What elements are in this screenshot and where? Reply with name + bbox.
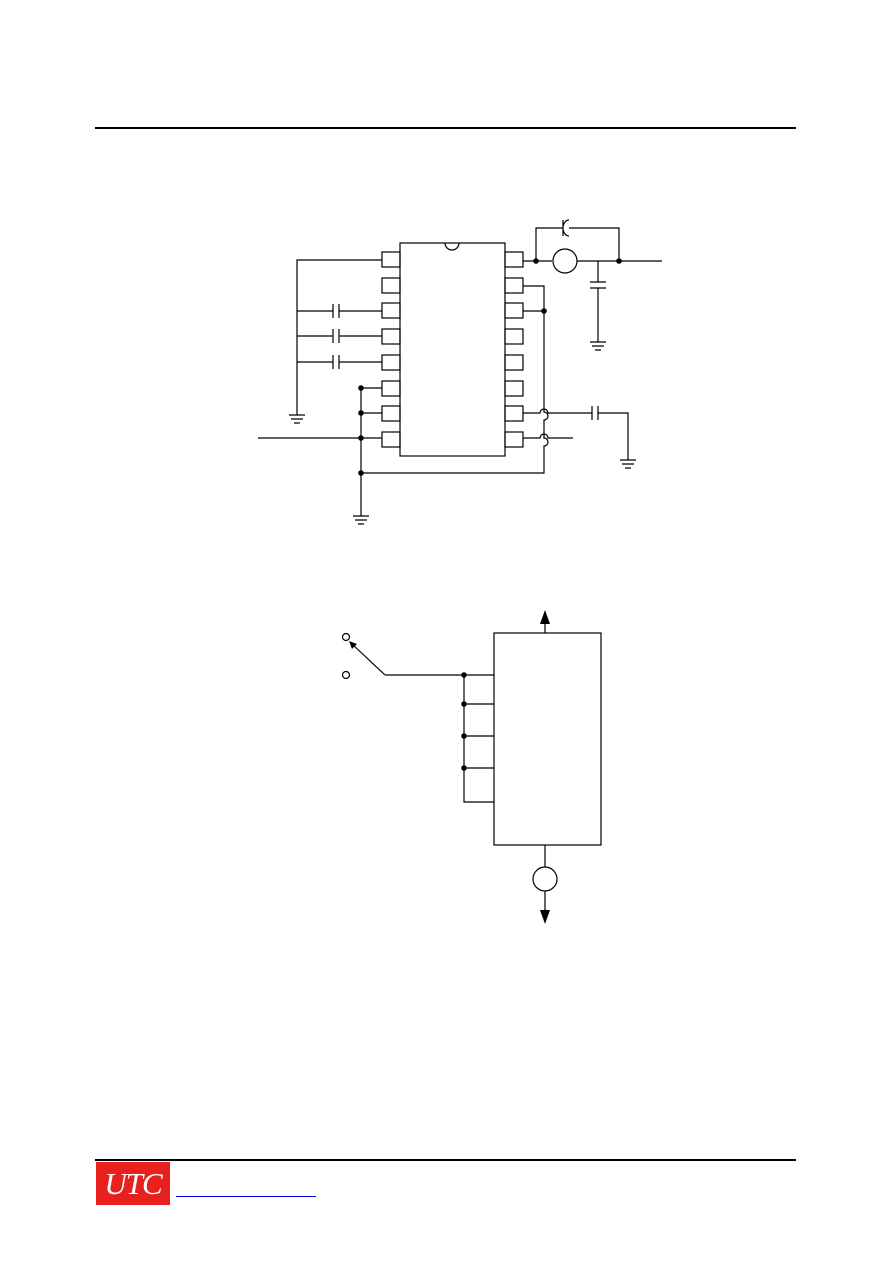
ic-pin-10 [504,405,524,422]
ground-icon [353,515,369,525]
ic-pin-16 [504,251,524,268]
header-rule [95,127,796,129]
footer-link[interactable] [176,1195,316,1197]
utc-logo-text: UTC [104,1166,162,1201]
arrow-down-icon [540,910,550,924]
ic-notch [444,242,460,251]
switch-icon[interactable] [341,632,386,680]
ic-pin-9 [504,431,524,448]
capacitor-icon [523,406,629,460]
junction-dot-icon [461,701,467,707]
utc-logo: UTC [96,1162,170,1205]
ground-icon [289,414,305,424]
junction-dot-icon [358,410,364,416]
ic-pin-6 [381,380,401,397]
ic-pin-4 [381,328,401,345]
tap-bus-wire [463,675,494,803]
ground-icon [620,459,636,469]
ic-pin-8 [381,431,401,448]
ic-right-pins [504,251,524,448]
ic-pin-15 [504,277,524,294]
ground-icon [590,341,606,351]
return-loop-wire [361,285,549,474]
ic-left-pins [381,251,401,448]
footer-rule [95,1159,796,1161]
ic-pin-1 [381,251,401,268]
ic-pin-7 [381,405,401,422]
application-circuit-2 [341,610,602,924]
junction-dot-icon [461,672,467,678]
ic-body [399,242,506,457]
junction-dot-icon [461,733,467,739]
ic-pin-5 [381,354,401,371]
ic-pin-14 [504,302,524,319]
application-circuit-1 [258,219,662,525]
ic-pin-12 [504,354,524,371]
block-body [493,632,602,846]
meter-circle-icon [532,866,558,892]
capacitor-icon [297,355,382,369]
capacitor-icon [297,329,382,343]
junction-dot-icon [358,385,364,391]
ic-pin-3 [381,302,401,319]
junction-dot-icon [461,765,467,771]
junction-dot-icon [358,435,364,441]
capacitor-icon [590,261,606,342]
pin-9-wire [523,433,573,439]
ic-pin-11 [504,380,524,397]
inductor-circle-icon [552,248,578,274]
ic-pin-13 [504,328,524,345]
left-bus-wire [296,259,382,415]
ic-pin-2 [381,277,401,294]
capacitor-icon [297,304,382,318]
junction-dot-icon [541,308,547,314]
capacitor-icon [535,219,620,261]
arrow-up-icon [540,610,550,624]
